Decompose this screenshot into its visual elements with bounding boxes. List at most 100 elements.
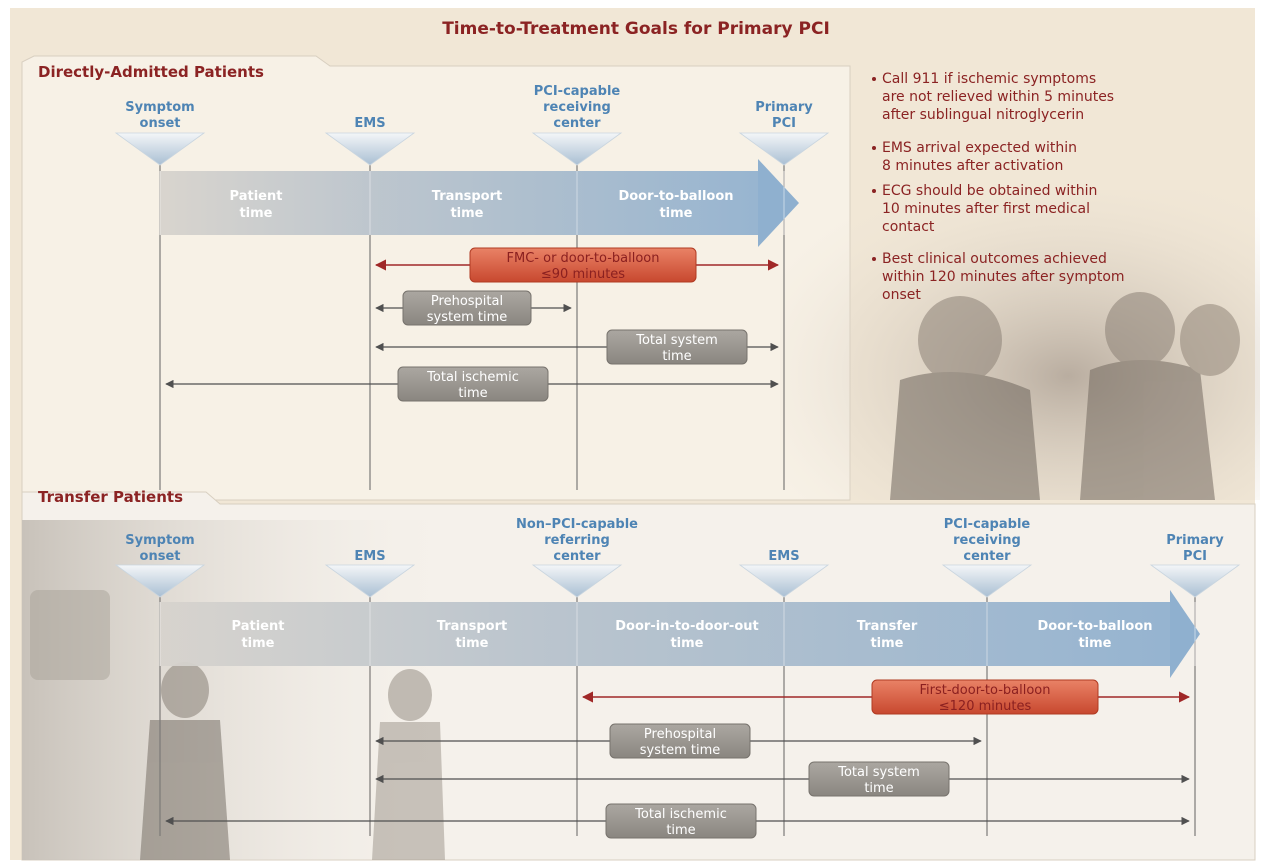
direct-interval-label-1-line: system time [427, 310, 508, 325]
direct-interval-box-2 [606, 329, 748, 365]
transfer-milestone-label-4-line: PCI-capable [944, 517, 1031, 532]
transfer-interval-label-2-line: time [864, 781, 893, 796]
direct-milestone-label-3-line: Primary [755, 100, 813, 115]
direct-interval-label-0-line: FMC- or door-to-balloon [507, 251, 660, 266]
transfer-phase-label-3-line: time [870, 636, 903, 651]
transfer-interval-label-1-line: system time [640, 743, 721, 758]
direct-milestone-label-1-line: EMS [354, 116, 385, 131]
note-text-3-line: within 120 minutes after symptom [882, 269, 1125, 285]
direct-timeline-arrowhead [758, 159, 799, 247]
cath-lab-photo-figures [890, 292, 1240, 500]
note-text-0-line: Call 911 if ischemic symptoms [882, 71, 1096, 87]
transfer-milestone-label-5-line: Primary [1166, 533, 1224, 548]
note-text-0-line: are not relieved within 5 minutes [882, 89, 1114, 105]
direct-milestone-marker-2 [531, 132, 623, 166]
direct-milestone-label-3-line: PCI [772, 116, 796, 131]
direct-phase-label-0-line: time [239, 206, 272, 221]
transfer-milestone-marker-0 [114, 564, 206, 598]
transfer-phase-label-0-line: time [241, 636, 274, 651]
transfer-milestone-marker-4 [941, 564, 1033, 598]
direct-interval-label-3-line: time [458, 386, 487, 401]
transfer-phase-label-0: Patient time [232, 619, 285, 651]
note-bullet-3 [872, 257, 876, 261]
transfer-milestone-label-2-line: referring [544, 533, 610, 548]
transfer-phase-label-2-line: Door-in-to-door-out [615, 619, 758, 634]
transfer-interval-label-0-line: First-door-to-balloon [920, 683, 1051, 698]
transfer-milestone-label-1-line: EMS [354, 549, 385, 564]
note-text-1: EMS arrival expected within 8 minutes aft… [882, 140, 1077, 174]
direct-interval-label-1-line: Prehospital [431, 294, 503, 309]
transfer-phase-label-0-line: Patient [232, 619, 285, 634]
transfer-milestone-marker-2 [531, 564, 623, 598]
note-text-3-line: Best clinical outcomes achieved [882, 251, 1107, 267]
direct-milestone-label-0-line: onset [140, 116, 181, 131]
note-text-3: Best clinical outcomes achieved within 12… [882, 251, 1125, 303]
transfer-phase-label-3: Transfer time [857, 619, 918, 651]
direct-interval-label-2-line: time [662, 349, 691, 364]
transfer-section-label: Transfer Patients [38, 488, 183, 506]
transfer-milestone-label-4-line: receiving [953, 533, 1021, 548]
note-text-2-line: ECG should be obtained within [882, 183, 1097, 199]
direct-phase-label-2-line: time [659, 206, 692, 221]
transfer-milestone-label-3-line: EMS [768, 549, 799, 564]
transfer-timeline-arrowhead [1170, 590, 1200, 678]
transfer-milestone-marker-5 [1149, 564, 1241, 598]
transfer-milestone-label-2-line: Non–PCI-capable [516, 517, 638, 532]
transfer-milestone-marker-1 [324, 564, 416, 598]
direct-phase-label-1-line: Transport [432, 189, 502, 204]
direct-interval-box-3 [397, 366, 549, 402]
transfer-milestone-marker-3 [738, 564, 830, 598]
transfer-interval-label-0-line: ≤120 minutes [939, 699, 1032, 714]
direct-milestone-label-2-line: center [553, 116, 601, 131]
note-bullet-2 [872, 189, 876, 193]
direct-milestone-marker-1 [324, 132, 416, 166]
direct-interval-label-0-line: ≤90 minutes [541, 267, 625, 282]
direct-section-label: Directly-Admitted Patients [38, 63, 264, 81]
transfer-interval-box-1 [609, 723, 751, 759]
direct-milestone-label-2-line: receiving [543, 100, 611, 115]
direct-timeline-band-arrow [160, 171, 795, 235]
transfer-milestone-label-4-line: center [963, 549, 1011, 564]
direct-milestone-label-1: EMS [354, 116, 385, 131]
direct-interval-label-0: FMC- or door-to-balloon≤90 minutes [507, 251, 660, 282]
transfer-phase-label-3-line: Transfer [857, 619, 918, 634]
note-text-1-line: 8 minutes after activation [882, 158, 1063, 174]
note-text-3-line: onset [882, 287, 921, 303]
transfer-phase-label-4-line: Door-to-balloon [1037, 619, 1152, 634]
transfer-phase-label-1-line: Transport [437, 619, 507, 634]
note-text-2-line: contact [882, 219, 935, 235]
transfer-timeline-band-arrow [160, 602, 1196, 666]
transfer-interval-label-0: First-door-to-balloon≤120 minutes [920, 683, 1051, 714]
note-text-0-line: after sublingual nitroglycerin [882, 107, 1084, 123]
note-bullet-0 [872, 77, 876, 81]
transfer-milestone-label-2-line: center [553, 549, 601, 564]
direct-interval-label-3-line: Total ischemic [426, 370, 519, 385]
direct-milestone-label-2-line: PCI-capable [534, 84, 621, 99]
transfer-milestone-label-0-line: Symptom [125, 533, 194, 548]
note-text-1-line: EMS arrival expected within [882, 140, 1077, 156]
transfer-interval-label-3-line: Total ischemic [634, 807, 727, 822]
note-text-0: Call 911 if ischemic symptoms are not rel… [882, 71, 1114, 123]
direct-phase-label-1-line: time [450, 206, 483, 221]
transfer-interval-label-1-line: Prehospital [644, 727, 716, 742]
transfer-milestone-label-3: EMS [768, 549, 799, 564]
transfer-interval-label-2-line: Total system [837, 765, 920, 780]
transfer-milestone-label-1: EMS [354, 549, 385, 564]
transfer-milestone-label-0-line: onset [140, 549, 181, 564]
